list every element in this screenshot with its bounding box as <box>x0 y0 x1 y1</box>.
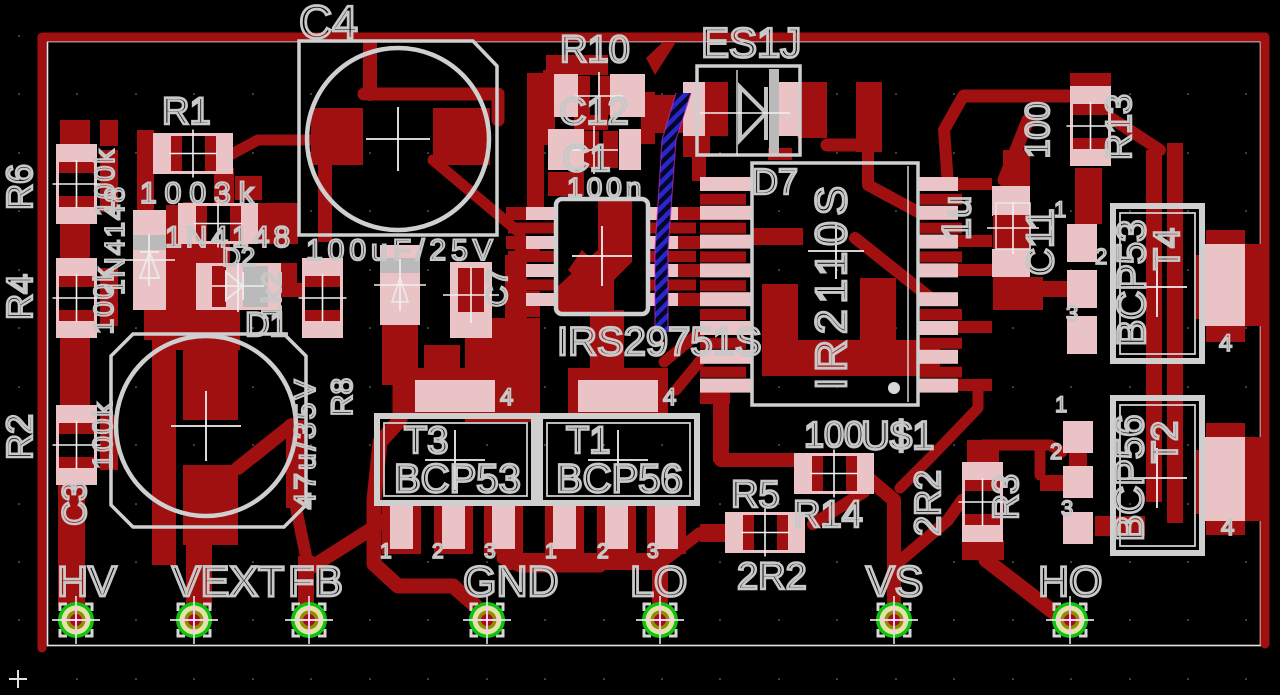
svg-text:1k2: 1k2 <box>256 269 287 320</box>
svg-text:100k: 100k <box>88 266 119 335</box>
svg-text:2: 2 <box>1095 244 1107 269</box>
svg-text:100: 100 <box>1019 102 1057 159</box>
svg-text:BCP56: BCP56 <box>556 457 683 501</box>
svg-text:1N4148: 1N4148 <box>165 221 294 254</box>
svg-text:100k: 100k <box>87 401 118 470</box>
svg-text:47u/35V: 47u/35V <box>289 377 322 510</box>
svg-text:IRS29751S: IRS29751S <box>557 320 762 364</box>
svg-text:C4: C4 <box>299 0 358 48</box>
svg-text:R6: R6 <box>0 164 40 210</box>
svg-text:1003k: 1003k <box>140 177 262 210</box>
svg-text:T3: T3 <box>404 420 448 462</box>
svg-text:1: 1 <box>1054 197 1066 222</box>
svg-text:4: 4 <box>1219 330 1232 357</box>
svg-text:C7: C7 <box>481 269 514 307</box>
svg-text:4: 4 <box>500 384 513 411</box>
svg-text:IR2110S: IR2110S <box>807 180 856 390</box>
svg-text:2: 2 <box>432 540 444 563</box>
svg-text:VS: VS <box>866 558 923 606</box>
svg-text:HO: HO <box>1038 558 1103 606</box>
svg-text:4: 4 <box>663 384 676 411</box>
svg-text:1: 1 <box>1055 392 1067 417</box>
svg-text:GND: GND <box>463 558 559 606</box>
svg-text:100uF/25V: 100uF/25V <box>306 234 498 267</box>
svg-text:2R2: 2R2 <box>737 556 807 598</box>
svg-text:3: 3 <box>647 540 659 563</box>
svg-text:D7: D7 <box>752 161 798 202</box>
svg-text:C3: C3 <box>56 482 94 525</box>
svg-text:4: 4 <box>1221 514 1234 541</box>
svg-text:D1: D1 <box>245 306 288 344</box>
svg-text:R4: R4 <box>0 274 40 320</box>
svg-text:D2: D2 <box>222 242 255 272</box>
svg-text:1N4148: 1N4148 <box>99 185 130 295</box>
svg-text:1: 1 <box>545 540 557 563</box>
svg-text:U$1: U$1 <box>861 414 934 458</box>
svg-text:3: 3 <box>1061 496 1073 521</box>
svg-text:C1: C1 <box>562 138 611 180</box>
svg-text:100: 100 <box>804 414 864 455</box>
svg-text:R5: R5 <box>731 474 780 516</box>
svg-text:T2: T2 <box>1144 421 1185 463</box>
svg-text:C11: C11 <box>1020 209 1062 276</box>
svg-text:2R2: 2R2 <box>907 470 948 536</box>
svg-text:BCP53: BCP53 <box>1110 220 1154 347</box>
svg-text:1u: 1u <box>935 196 979 241</box>
svg-text:R2: R2 <box>0 414 40 460</box>
svg-text:100k: 100k <box>89 148 120 217</box>
svg-text:100n: 100n <box>567 172 645 203</box>
svg-text:R3: R3 <box>985 474 1026 520</box>
svg-text:BCP53: BCP53 <box>394 457 521 501</box>
svg-text:2: 2 <box>597 540 609 563</box>
svg-text:T4: T4 <box>1146 228 1187 270</box>
svg-text:R14: R14 <box>793 494 863 536</box>
svg-text:LO: LO <box>630 558 687 606</box>
svg-text:1: 1 <box>380 540 392 563</box>
svg-text:R1: R1 <box>162 91 211 133</box>
svg-text:R8: R8 <box>326 378 359 416</box>
svg-text:3: 3 <box>484 540 496 563</box>
svg-text:FB: FB <box>288 558 343 606</box>
svg-text:HV: HV <box>57 558 117 606</box>
svg-text:2: 2 <box>1050 439 1062 464</box>
svg-text:T1: T1 <box>566 420 610 462</box>
svg-text:C12: C12 <box>559 91 629 133</box>
svg-text:ES1J: ES1J <box>701 19 801 66</box>
svg-text:VEXT: VEXT <box>172 558 284 606</box>
svg-text:3: 3 <box>1066 301 1078 326</box>
svg-text:R10: R10 <box>560 29 630 71</box>
svg-text:BCP56: BCP56 <box>1108 415 1152 542</box>
svg-text:R13: R13 <box>1098 94 1139 160</box>
